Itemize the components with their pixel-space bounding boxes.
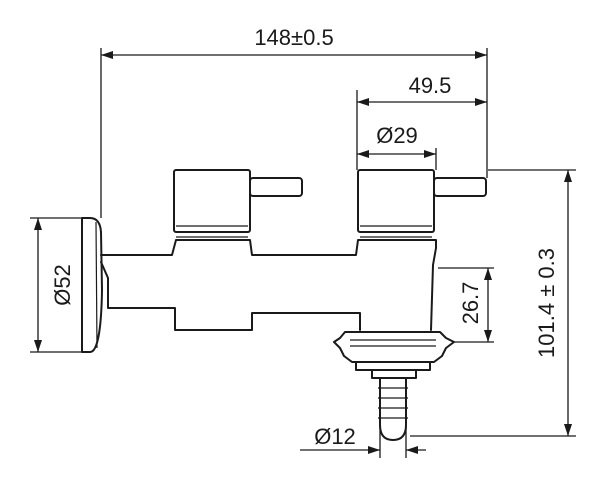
- dim-hose-diameter: Ø12: [300, 424, 426, 458]
- dim-overall-width: 148±0.5: [100, 25, 488, 218]
- dim-outlet-height: 26.7: [438, 267, 494, 343]
- dim-overall-height-label: 101.4 ± 0.3: [534, 248, 559, 358]
- valve-body: [100, 239, 437, 331]
- outlet-nut: [333, 331, 455, 379]
- dim-handle-diameter-label: Ø29: [376, 123, 418, 148]
- dim-overall-width-label: 148±0.5: [254, 25, 333, 50]
- right-handle: [357, 169, 487, 238]
- dim-hose-diameter-label: Ø12: [314, 424, 356, 449]
- dim-outlet-offset-label: 49.5: [409, 73, 452, 98]
- dim-flange-diameter-label: Ø52: [50, 264, 75, 306]
- dim-overall-height: 101.4 ± 0.3: [410, 169, 576, 437]
- left-handle: [173, 169, 303, 238]
- wall-flange: [81, 217, 103, 353]
- dim-handle-diameter: Ø29: [357, 123, 437, 170]
- dim-outlet-offset: 49.5: [356, 73, 487, 170]
- hose-barb: [378, 377, 408, 441]
- dim-flange-diameter: Ø52: [30, 217, 82, 353]
- dim-outlet-height-label: 26.7: [458, 282, 483, 325]
